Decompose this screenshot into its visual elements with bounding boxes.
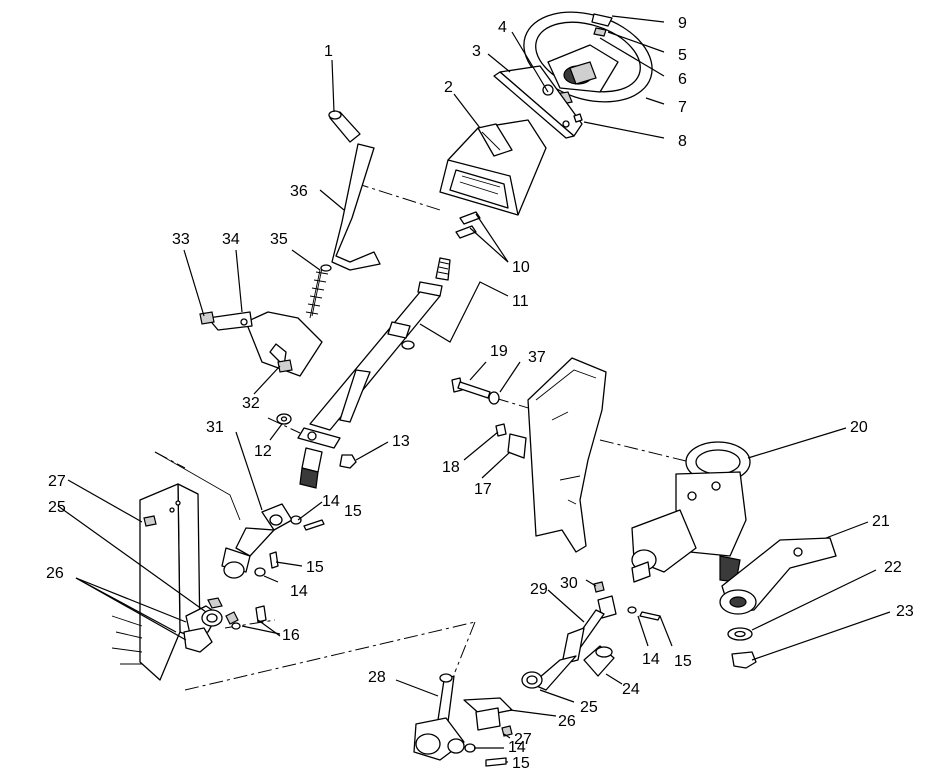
steering-plate — [493, 65, 583, 139]
clip-17 — [507, 433, 527, 459]
callout-11: 11 — [512, 293, 529, 310]
column-cover — [439, 119, 547, 216]
cap-parts — [591, 13, 613, 37]
callout-19: 19 — [490, 343, 508, 360]
callout-12: 12 — [254, 443, 272, 460]
callout-27-right: 27 — [514, 731, 532, 748]
washer-37 — [488, 391, 500, 405]
washer-12 — [276, 413, 292, 425]
column-support-bracket — [527, 357, 607, 553]
bolt-16 — [225, 605, 267, 630]
steering-column — [297, 257, 451, 489]
intermediate-shaft — [531, 595, 617, 691]
bearing-25-right — [521, 671, 543, 689]
lock-washer-22 — [727, 627, 753, 641]
tilt-lever — [328, 110, 381, 271]
callout-28: 28 — [368, 669, 386, 686]
pitman-arm — [719, 537, 837, 615]
callout-20: 20 — [850, 419, 868, 436]
callout-5: 5 — [678, 47, 687, 64]
callout-33: 33 — [172, 231, 190, 248]
callout-8: 8 — [678, 133, 687, 150]
screw-8 — [573, 113, 583, 123]
callout-35: 35 — [270, 231, 288, 248]
callout-14-lower: 14 — [508, 739, 526, 756]
callout-1: 1 — [324, 43, 333, 60]
bolt-15-right — [627, 606, 661, 621]
leader-lines — [57, 15, 891, 763]
callout-15-upper: 15 — [344, 503, 362, 520]
callout-14-upper: 14 — [322, 493, 340, 510]
callout-27-left: 27 — [48, 473, 66, 490]
callout-13: 13 — [392, 433, 410, 450]
nut-13 — [339, 454, 357, 469]
steering-gear — [631, 441, 751, 583]
callout-23: 23 — [896, 603, 914, 620]
callout-32: 32 — [242, 395, 260, 412]
bolt-19 — [451, 377, 491, 399]
callout-6: 6 — [678, 71, 687, 88]
callout-26-left: 26 — [46, 565, 64, 582]
callout-29: 29 — [530, 581, 548, 598]
washer-14-lower — [464, 743, 476, 753]
callout-14-right: 14 — [642, 651, 660, 668]
callout-24: 24 — [622, 681, 640, 698]
u-joint-upper — [221, 503, 293, 579]
callout-34: 34 — [222, 231, 240, 248]
callout-21: 21 — [872, 513, 890, 530]
callout-25-right: 25 — [580, 699, 598, 716]
lower-bushings — [183, 597, 223, 653]
callout-25-left: 25 — [48, 499, 66, 516]
callout-22: 22 — [884, 559, 902, 576]
callout-15-mid: 15 — [306, 559, 324, 576]
bolt-15-lower — [485, 757, 507, 767]
sleeve-24 — [583, 645, 615, 677]
callout-10: 10 — [512, 259, 530, 276]
callout-18: 18 — [442, 459, 460, 476]
bolt-15-upper — [290, 515, 325, 531]
callout-2: 2 — [444, 79, 453, 96]
frame-left — [111, 451, 241, 681]
callout-14-mid: 14 — [290, 583, 308, 600]
callout-31: 31 — [206, 419, 224, 436]
bolt-18 — [495, 423, 507, 437]
callout-15-lower: 15 — [512, 755, 530, 772]
spring-35 — [305, 264, 332, 319]
nut-27-left — [143, 515, 157, 527]
callout-26-right: 26 — [558, 713, 576, 730]
callout-36: 36 — [290, 183, 308, 200]
callout-4: 4 — [498, 19, 507, 36]
tilt-bracket — [199, 311, 323, 377]
nut-27-right — [501, 725, 513, 737]
callout-16: 16 — [282, 627, 300, 644]
callout-7: 7 — [678, 99, 687, 116]
bolt-15-mid — [254, 551, 279, 577]
callout-15-right: 15 — [674, 653, 692, 670]
callout-30: 30 — [560, 575, 578, 592]
callout-17: 17 — [474, 481, 492, 498]
nut-30 — [593, 581, 605, 593]
steering-wheel — [523, 11, 653, 103]
callout-37: 37 — [528, 349, 546, 366]
bushing-26-right — [463, 697, 513, 731]
callout-3: 3 — [472, 43, 481, 60]
callout-9: 9 — [678, 15, 687, 32]
u-joint-lower — [413, 673, 465, 761]
nut-23 — [731, 651, 757, 669]
callouts: 1 2 3 4 9 5 6 7 8 36 10 33 34 35 11 19 3… — [46, 15, 914, 772]
